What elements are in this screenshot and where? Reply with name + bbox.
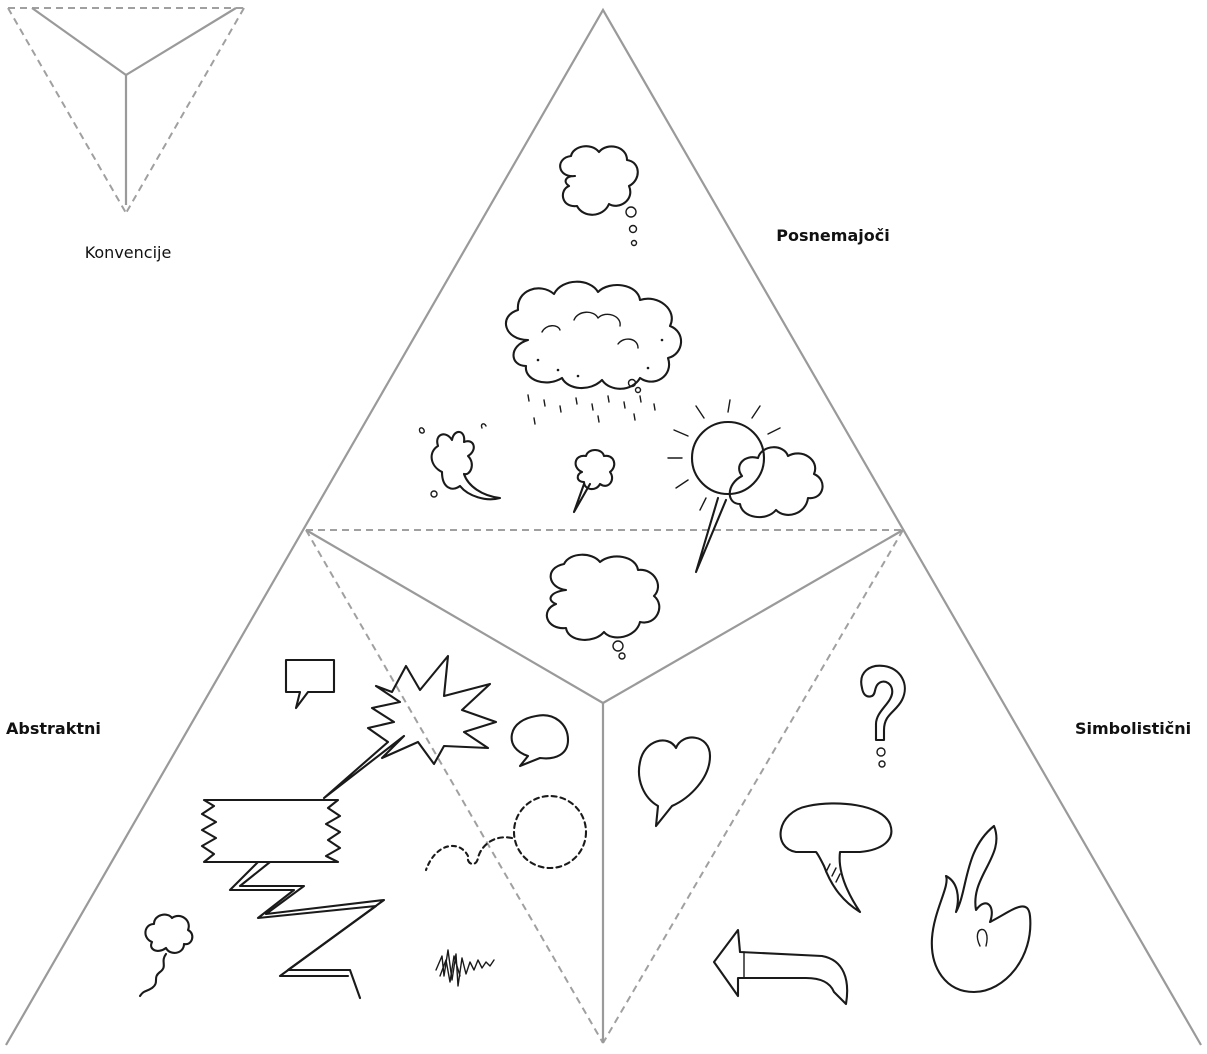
sun-cloud-icon [668, 400, 823, 572]
solid-spoke-left [306, 530, 603, 703]
flame-icon [932, 826, 1031, 992]
question-mark-icon [861, 666, 905, 767]
label-symbolic: Simbolistični [1075, 719, 1191, 738]
rain-cloud-icon [506, 282, 681, 424]
thought-cloud-icon [547, 555, 659, 659]
key-solid-spoke-right [126, 8, 236, 75]
scribble-icon [436, 950, 494, 986]
key-dashed-edge-left [8, 8, 126, 213]
starburst-shout-icon [324, 656, 496, 798]
mushroom-bubble-icon [781, 803, 892, 912]
solid-spoke-right [603, 530, 903, 703]
dashed-edge-right [603, 530, 903, 1043]
small-speech-box-icon [286, 660, 334, 708]
splash-icon [419, 424, 500, 499]
small-thought-cloud-icon [560, 146, 638, 245]
label-abstract: Abstraktni [6, 719, 101, 738]
arrow-icon [714, 930, 847, 1004]
wavy-puff-icon [140, 915, 192, 996]
oval-speech-bubble-icon [512, 715, 568, 766]
dashed-circle-icon [426, 796, 586, 870]
key-solid-spoke-left [32, 8, 126, 75]
zigzag-banner-icon [202, 800, 384, 998]
main-triangle [6, 10, 1201, 1045]
key-diagram [8, 8, 244, 213]
heart-bubble-icon [639, 738, 710, 826]
label-conventions: Konvencije [78, 243, 178, 262]
puff-cloud-icon [574, 450, 614, 512]
label-imitative: Posnemajoči [770, 226, 896, 245]
